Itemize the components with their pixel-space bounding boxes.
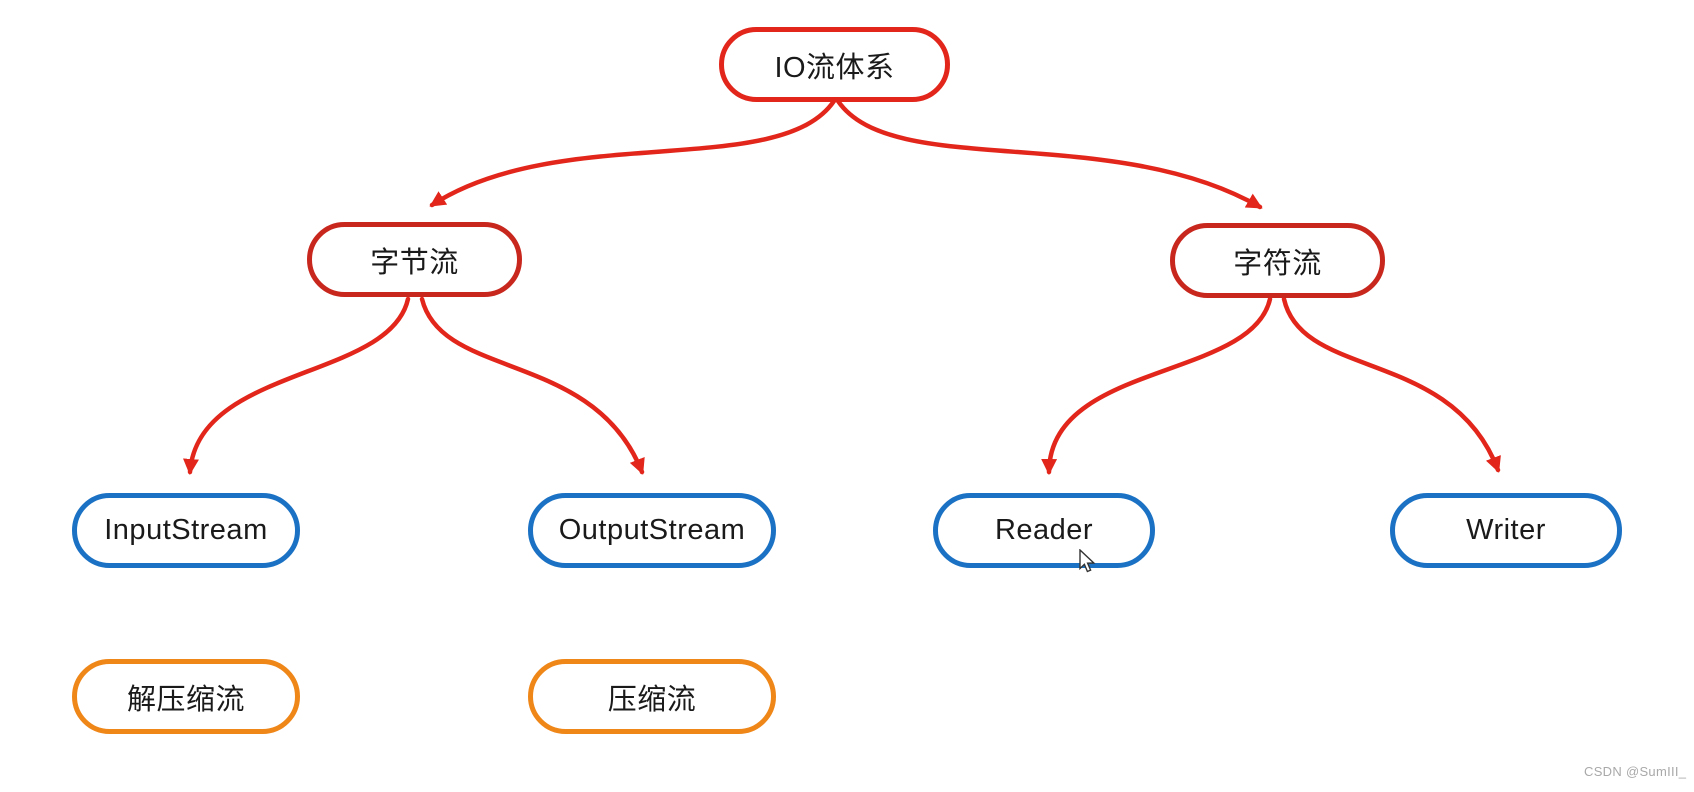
mouse-cursor-icon — [1079, 549, 1096, 573]
edge-char-to-writer — [1281, 296, 1501, 473]
node-io-stream-system[interactable]: IO流体系 — [719, 27, 950, 102]
edge-byte-to-inputstream — [183, 296, 411, 475]
node-writer[interactable]: Writer — [1390, 493, 1622, 568]
node-char-stream[interactable]: 字符流 — [1170, 223, 1385, 298]
edge-byte-to-outputstream — [419, 296, 645, 475]
node-compress-stream[interactable]: 压缩流 — [528, 659, 776, 734]
edge-root-to-byte-stream — [429, 98, 837, 208]
node-decompress-stream[interactable]: 解压缩流 — [72, 659, 300, 734]
node-byte-stream[interactable]: 字节流 — [307, 222, 522, 297]
node-outputstream[interactable]: OutputStream — [528, 493, 776, 568]
edge-char-to-reader — [1041, 296, 1273, 475]
csdn-watermark: CSDN @SumIII_ — [1584, 764, 1687, 779]
edge-root-to-char-stream — [835, 98, 1263, 210]
node-inputstream[interactable]: InputStream — [72, 493, 300, 568]
node-reader[interactable]: Reader — [933, 493, 1155, 568]
